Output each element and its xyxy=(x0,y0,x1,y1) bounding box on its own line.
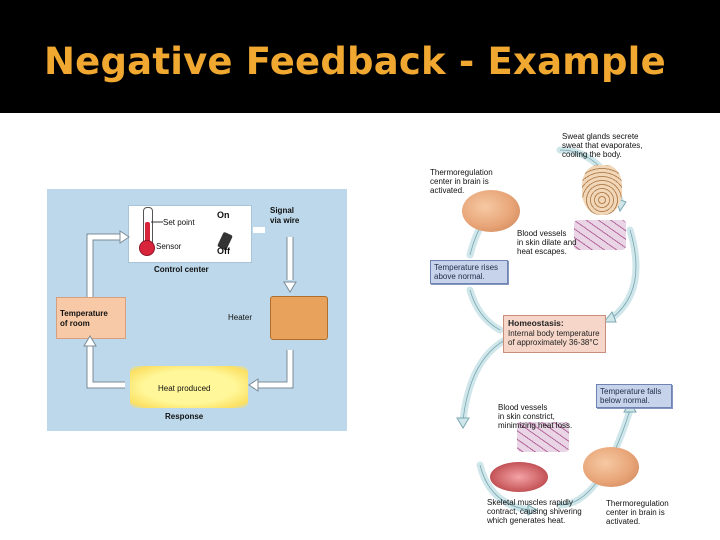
vessels-dilate-text-3: heat escapes. xyxy=(517,247,567,256)
off-label: Off xyxy=(217,246,230,256)
signal-label-2: via wire xyxy=(270,216,300,225)
sensor-label: Sensor xyxy=(156,242,182,251)
room-label-1: Temperature xyxy=(60,309,108,318)
temp-falls-text-1: Temperature falls xyxy=(600,387,662,396)
arrow-heater-to-heat xyxy=(258,350,293,388)
thermo-bottom-text-3: activated. xyxy=(606,517,641,526)
vessels-dilate-text-2: in skin dilate and xyxy=(517,238,577,247)
vessels-dilate-text-1: Blood vessels xyxy=(517,229,567,238)
vessels-constrict-text-1: Blood vessels xyxy=(498,403,548,412)
muscles-text-1: Skeletal muscles rapidly xyxy=(487,498,573,507)
thermo-top-text-2: center in brain is xyxy=(430,177,489,186)
thermo-top-text-1: Thermoregulation xyxy=(430,168,493,177)
dilated-vessels-icon xyxy=(574,220,626,250)
sweat-gland-icon xyxy=(582,165,622,215)
thermo-bottom-text-1: Thermoregulation xyxy=(606,499,669,508)
temp-rises-label: Temperature rises above normal. xyxy=(430,260,508,284)
brain-icon-bottom xyxy=(583,447,639,487)
title-bar: Negative Feedback - Example xyxy=(0,0,720,113)
on-label: On xyxy=(217,210,230,220)
temp-rises-text-2: above normal. xyxy=(434,272,485,282)
room-temperature-box xyxy=(56,297,126,339)
sweat-text-1: Sweat glands secrete xyxy=(562,132,639,141)
slide-title: Negative Feedback - Example xyxy=(44,40,666,83)
brain-icon-top xyxy=(462,190,520,232)
thermometer-mercury xyxy=(145,222,150,244)
temp-rises-text-1: Temperature rises xyxy=(434,263,499,272)
arrow-heat-to-room xyxy=(87,345,125,388)
set-point-label: Set point xyxy=(163,218,195,227)
homeostasis-title: Homeostasis: xyxy=(508,318,564,328)
response-label: Response xyxy=(165,412,204,421)
homeostasis-box: Homeostasis: Internal body temperature o… xyxy=(503,315,606,353)
muscles-text-3: which generates heat. xyxy=(487,516,566,525)
heat-produced-glow xyxy=(130,366,248,408)
control-center-label: Control center xyxy=(154,265,209,274)
sweat-text-2: sweat that evaporates, xyxy=(562,141,643,150)
arrow-room-to-control xyxy=(87,234,120,297)
homeostasis-text-1: Internal body temperature xyxy=(508,328,600,338)
sweat-text-3: cooling the body. xyxy=(562,150,622,159)
heater-icon xyxy=(270,296,328,340)
temp-falls-text-2: below normal. xyxy=(600,396,650,406)
heat-produced-label: Heat produced xyxy=(158,384,211,393)
muscles-text-2: contract, causing shivering xyxy=(487,507,582,516)
vessels-constrict-text-3: minimizing heat loss. xyxy=(498,421,573,430)
arrow-mid-left xyxy=(466,286,504,334)
heater-label: Heater xyxy=(228,313,253,322)
thermo-top-text-3: activated. xyxy=(430,186,465,195)
skeletal-muscle-icon xyxy=(490,462,548,492)
thermo-bottom-text-2: center in brain is xyxy=(606,508,665,517)
thermometer-bulb xyxy=(139,240,155,256)
room-label-2: of room xyxy=(60,319,90,328)
constricted-vessels-icon xyxy=(517,422,569,452)
temp-falls-label: Temperature falls below normal. xyxy=(596,384,672,408)
homeostasis-text-2: of approximately 36-38°C xyxy=(508,337,599,347)
vessels-constrict-text-2: in skin constrict, xyxy=(498,412,555,421)
signal-label-1: Signal xyxy=(270,206,295,215)
